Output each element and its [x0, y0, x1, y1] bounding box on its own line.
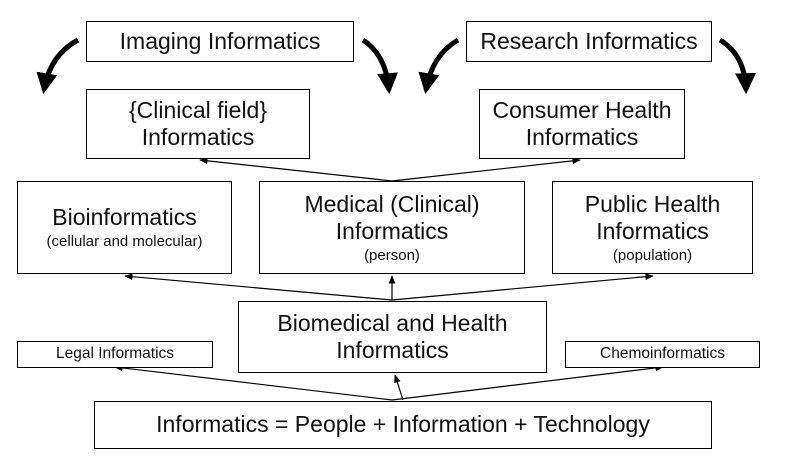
- arrow-base-to-legal: [114, 364, 393, 401]
- imaging-informatics-box: Imaging Informatics: [86, 21, 354, 62]
- arrow-biomedical-to-public-health: [391, 273, 654, 301]
- research-informatics-box: Research Informatics: [466, 21, 712, 62]
- medical-title-line1: Medical (Clinical): [304, 190, 480, 217]
- arrow-medical-to-consumer: [391, 157, 581, 182]
- consumer-health-line2: Informatics: [525, 124, 639, 150]
- consumer-health-line1: Consumer Health: [492, 96, 672, 123]
- biomedical-line1: Biomedical and Health: [277, 309, 508, 336]
- legal-informatics-box: Legal Informatics: [17, 341, 213, 368]
- chemoinformatics-box: Chemoinformatics: [565, 341, 760, 368]
- chemoinformatics-label: Chemoinformatics: [600, 345, 725, 363]
- bioinformatics-title: Bioinformatics: [52, 204, 197, 231]
- informatics-equation-label: Informatics = People + Information + Tec…: [156, 411, 650, 438]
- medical-subtitle: (person): [364, 246, 420, 264]
- public-health-informatics-box: Public Health Informatics (population): [552, 181, 753, 274]
- imaging-informatics-label: Imaging Informatics: [119, 27, 321, 54]
- legal-informatics-label: Legal Informatics: [55, 345, 175, 363]
- clinical-field-line2: Informatics: [141, 124, 255, 150]
- public-health-subtitle: (population): [612, 246, 693, 264]
- arrow-base-to-chemo: [391, 364, 664, 401]
- bioinformatics-box: Bioinformatics (cellular and molecular): [17, 181, 232, 274]
- curved-arrow-imaging-right: [361, 37, 399, 95]
- biomedical-line2: Informatics: [336, 337, 449, 363]
- medical-informatics-box: Medical (Clinical) Informatics (person): [259, 181, 525, 274]
- clinical-field-informatics-box: {Clinical field} Informatics: [86, 89, 310, 159]
- informatics-equation-box: Informatics = People + Information + Tec…: [94, 401, 712, 449]
- arrow-biomedical-to-bioinformatics: [124, 273, 393, 301]
- clinical-field-line1: {Clinical field}: [128, 96, 268, 123]
- curved-arrow-research-right: [718, 37, 757, 95]
- biomedical-health-informatics-box: Biomedical and Health Informatics: [238, 301, 547, 373]
- consumer-health-informatics-box: Consumer Health Informatics: [479, 89, 685, 159]
- research-informatics-label: Research Informatics: [480, 27, 698, 54]
- bioinformatics-subtitle: (cellular and molecular): [46, 233, 203, 251]
- arrow-medical-to-clinical-field: [199, 157, 393, 182]
- public-health-title-line2: Informatics: [596, 217, 709, 244]
- arrow-base-to-biomedical: [394, 374, 404, 401]
- public-health-title-line1: Public Health: [584, 190, 721, 217]
- curved-arrow-research-left: [418, 37, 460, 95]
- medical-title-line2: Informatics: [335, 217, 449, 244]
- curved-arrow-imaging-left: [36, 37, 80, 95]
